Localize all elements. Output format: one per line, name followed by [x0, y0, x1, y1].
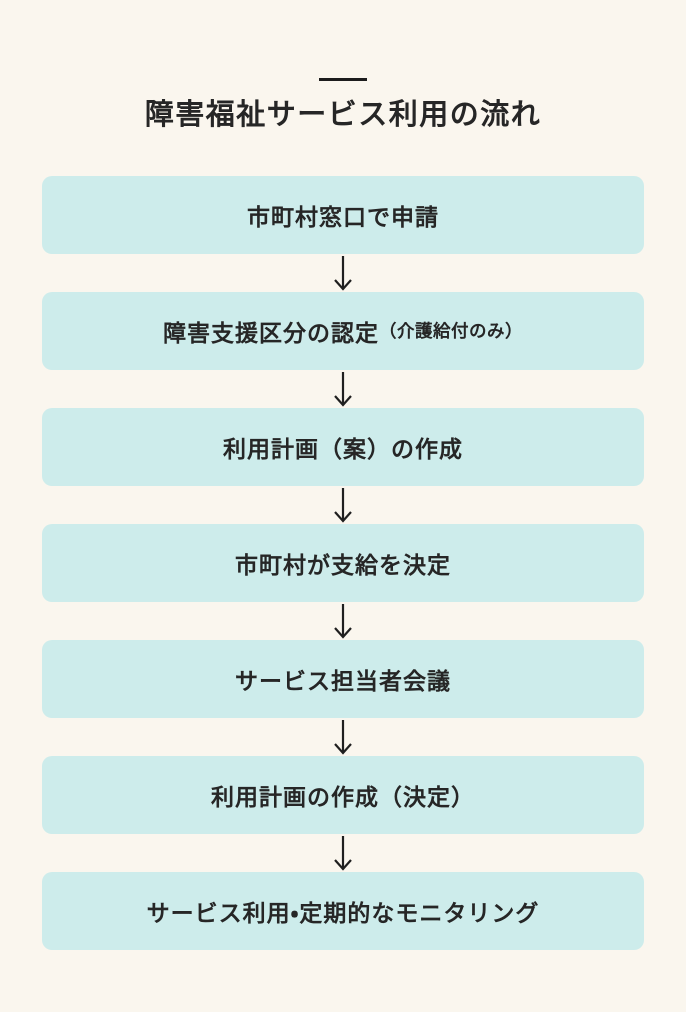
flow-step-7: サービス利用・定期的なモニタリング [42, 871, 644, 950]
flow-step-label: 市町村が支給を決定 [235, 551, 451, 578]
flow-step-label: 障害支援区分の認定 [163, 319, 379, 346]
down-arrow-icon [42, 370, 644, 408]
flow-step-label: サービス利用・定期的なモニタリング [146, 899, 540, 926]
flow-step-4: 市町村が支給を決定 [42, 523, 644, 602]
down-arrow-icon [42, 834, 644, 872]
down-arrow-icon [42, 254, 644, 292]
flow-step-label: 利用計画の作成（決定） [211, 783, 475, 810]
flow-step-note: （介護給付のみ） [379, 321, 523, 342]
flow-step-5: サービス担当者会議 [42, 639, 644, 718]
flow-step-label: 市町村窓口で申請 [247, 203, 439, 230]
down-arrow-icon [42, 486, 644, 524]
down-arrow-icon [42, 718, 644, 756]
flow-step-6: 利用計画の作成（決定） [42, 755, 644, 834]
title-accent-rule [319, 78, 367, 81]
flow-step-1: 市町村窓口で申請 [42, 175, 644, 254]
flow-step-2: 障害支援区分の認定（介護給付のみ） [42, 291, 644, 370]
flow-step-label: 利用計画（案）の作成 [223, 435, 463, 462]
down-arrow-icon [42, 602, 644, 640]
flow-step-3: 利用計画（案）の作成 [42, 407, 644, 486]
page-title: 障害福祉サービス利用の流れ [144, 99, 542, 131]
flow-step-label: サービス担当者会議 [235, 667, 451, 694]
flow-diagram: 市町村窓口で申請 障害支援区分の認定（介護給付のみ） 利用計画（案）の作成 [0, 175, 686, 950]
